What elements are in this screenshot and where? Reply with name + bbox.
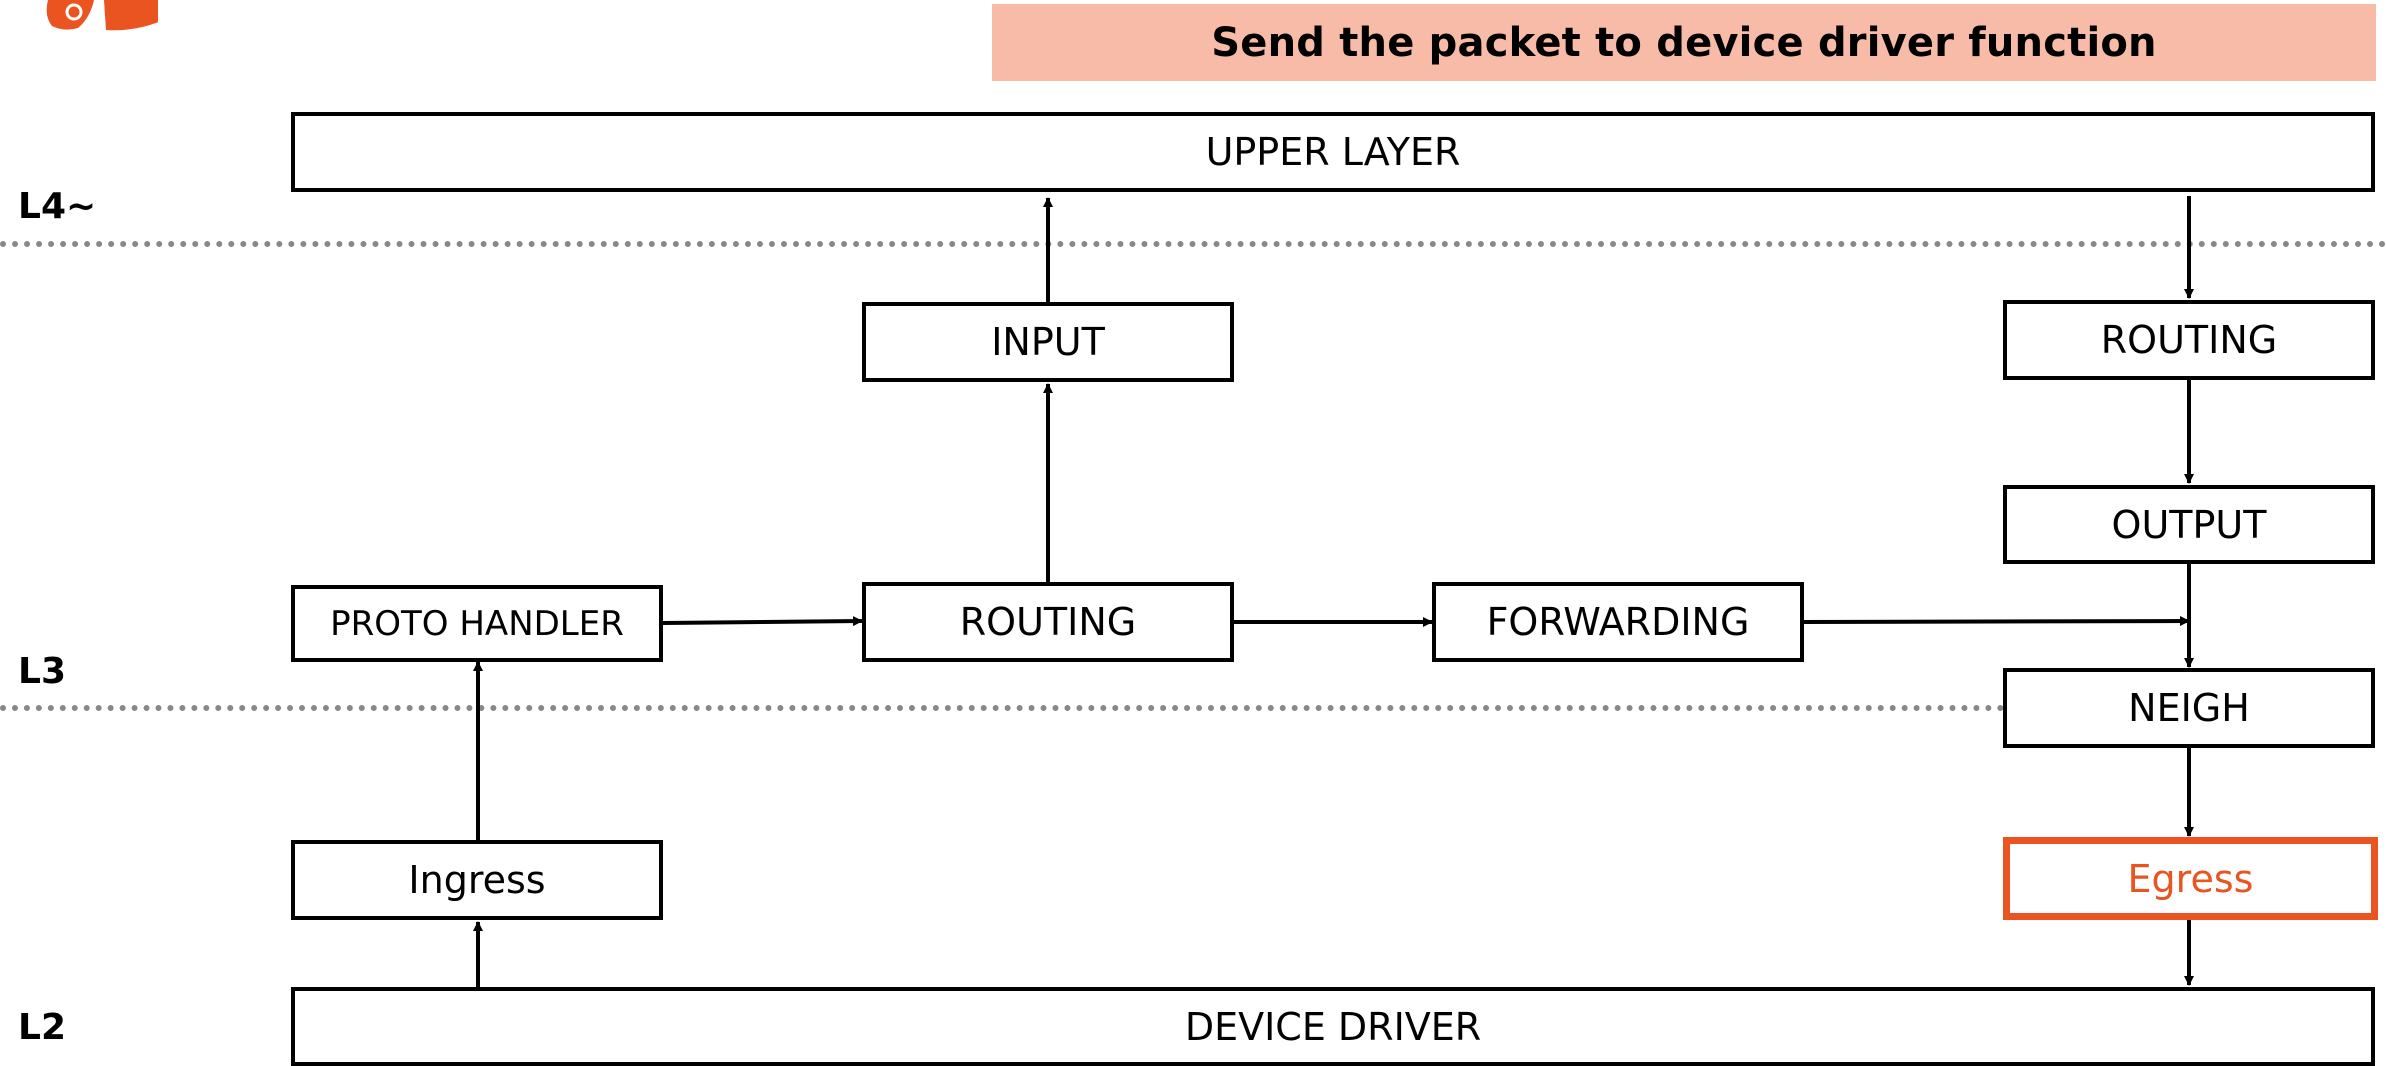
forwarding-label: FORWARDING [1486,600,1750,644]
proto-handler-label: PROTO HANDLER [330,603,624,644]
output-label: OUTPUT [2111,502,2267,547]
upper-layer-box: UPPER LAYER [291,112,2375,192]
routing-in-box: ROUTING [862,582,1234,662]
input-box: INPUT [862,302,1234,382]
upper-layer-label: UPPER LAYER [1205,130,1461,174]
ingress-box: Ingress [291,840,663,920]
l4-divider [0,241,2387,247]
routing-in-label: ROUTING [959,600,1137,644]
egress-box: Egress [2003,837,2378,920]
proto-handler-box: PROTO HANDLER [291,585,663,662]
egress-label: Egress [2127,856,2254,901]
slide-title: Send the packet to device driver functio… [1211,19,2157,66]
logo-icon [46,0,158,31]
device-driver-label: DEVICE DRIVER [1184,1004,1482,1049]
output-box: OUTPUT [2003,485,2375,564]
routing-out-label: ROUTING [2100,318,2278,362]
layer-label-l3: L3 [18,651,66,692]
layer-label-l2: L2 [18,1007,66,1048]
forwarding-box: FORWARDING [1432,582,1804,662]
arrow-proto-to-routing [662,616,863,627]
slide-title-banner: Send the packet to device driver functio… [992,4,2376,81]
input-label: INPUT [991,320,1105,364]
l3-divider [0,705,2005,711]
device-driver-box: DEVICE DRIVER [291,987,2375,1066]
ingress-label: Ingress [408,858,546,902]
arrow-forwarding-to-output [1803,616,2190,627]
neigh-box: NEIGH [2003,668,2375,748]
layer-label-l4: L4~ [18,186,97,227]
routing-out-box: ROUTING [2003,300,2375,380]
neigh-label: NEIGH [2128,686,2250,730]
